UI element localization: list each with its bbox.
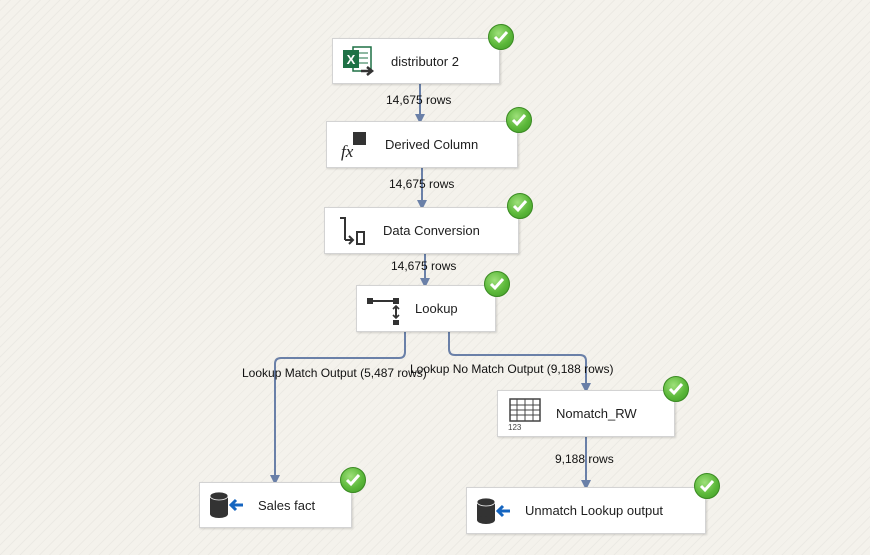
svg-text:X: X [347, 52, 356, 67]
node-distributor-2[interactable]: X distributor 2 [332, 38, 500, 84]
node-lookup[interactable]: Lookup [356, 285, 496, 332]
path-row-count-label: 9,188 rows [555, 452, 614, 466]
node-nomatch-rw[interactable]: 123 Nomatch_RW [497, 390, 675, 437]
node-label: Lookup [415, 301, 458, 316]
lookup-icon [363, 291, 403, 327]
path-row-count-label: 14,675 rows [389, 177, 455, 191]
success-check-icon [507, 193, 533, 219]
derived-column-icon: fx [333, 127, 373, 163]
node-sales-fact[interactable]: Sales fact [199, 482, 352, 528]
node-label: Derived Column [385, 137, 479, 152]
success-check-icon [506, 107, 532, 133]
node-label: Data Conversion [383, 223, 480, 238]
lookup-match-output-label: Lookup Match Output (5,487 rows) [242, 366, 427, 380]
success-check-icon [663, 376, 689, 402]
path-lookup-match [270, 332, 406, 485]
path-row-count-label: 14,675 rows [391, 259, 457, 273]
node-data-conversion[interactable]: Data Conversion [324, 207, 519, 254]
path-row-count-label: 14,675 rows [386, 93, 452, 107]
db-destination-icon [206, 487, 246, 523]
lookup-no-match-output-label: Lookup No Match Output (9,188 rows) [410, 362, 614, 376]
success-check-icon [488, 24, 514, 50]
node-derived-column[interactable]: fx Derived Column [326, 121, 518, 168]
success-check-icon [694, 473, 720, 499]
node-label: Unmatch Lookup output [525, 503, 664, 518]
svg-text:123: 123 [508, 423, 522, 431]
svg-text:fx: fx [341, 142, 354, 161]
node-unmatch-lookup-output[interactable]: Unmatch Lookup output [466, 487, 706, 534]
node-label: Nomatch_RW [556, 406, 637, 421]
success-check-icon [484, 271, 510, 297]
node-label: distributor 2 [391, 53, 459, 69]
data-conversion-icon [331, 213, 371, 249]
node-label: Sales fact [258, 497, 316, 513]
db-destination-icon [473, 493, 513, 529]
table-icon: 123 [504, 396, 544, 432]
excel-source-icon: X [339, 43, 379, 79]
success-check-icon [340, 467, 366, 493]
path-lookup-nomatch [448, 332, 591, 393]
